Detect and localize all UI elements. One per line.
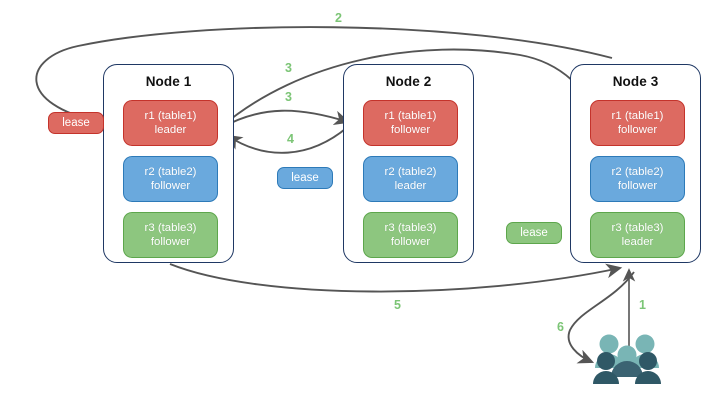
- replica-role: leader: [394, 180, 427, 192]
- arrow-step-3-to-node2: [220, 109, 351, 129]
- replica-name: r2 (table2): [144, 166, 197, 178]
- step-label-2: 2: [335, 11, 342, 25]
- replica-name: r1 (table1): [144, 110, 197, 122]
- replica-node3-r3[interactable]: r3 (table3) leader: [590, 212, 685, 258]
- arrow-step-4: [226, 124, 351, 154]
- node-title-3: Node 3: [612, 74, 659, 89]
- node-title-2: Node 2: [385, 74, 432, 89]
- replica-node1-r2[interactable]: r2 (table2) follower: [123, 156, 218, 202]
- replica-name: r1 (table1): [611, 110, 664, 122]
- node-box-1[interactable]: Node 1 r1 (table1) leader r2 (table2) fo…: [103, 64, 234, 263]
- lease-label: lease: [291, 172, 319, 184]
- replica-role: follower: [617, 124, 658, 136]
- replica-role: follower: [150, 236, 191, 248]
- lease-badge-blue[interactable]: lease: [277, 167, 333, 189]
- replica-role: follower: [390, 124, 431, 136]
- step-label-5: 5: [394, 298, 401, 312]
- step-label-4: 4: [287, 132, 294, 146]
- lease-label: lease: [62, 117, 90, 129]
- step-label-1: 1: [639, 298, 646, 312]
- node-title-1: Node 1: [145, 74, 192, 89]
- replica-role: follower: [390, 236, 431, 248]
- replica-role: leader: [154, 124, 187, 136]
- node-box-3[interactable]: Node 3 r1 (table1) follower r2 (table2) …: [570, 64, 701, 263]
- replica-role: leader: [621, 236, 654, 248]
- replica-name: r2 (table2): [611, 166, 664, 178]
- arrow-step-6: [567, 271, 635, 364]
- replica-name: r3 (table3): [384, 222, 437, 234]
- lease-label: lease: [520, 227, 548, 239]
- replica-name: r1 (table1): [384, 110, 437, 122]
- arrow-step-5: [169, 263, 623, 293]
- step-label-3-lower: 3: [285, 90, 292, 104]
- replica-name: r2 (table2): [384, 166, 437, 178]
- step-label-6: 6: [557, 320, 564, 334]
- replica-node2-r3[interactable]: r3 (table3) follower: [363, 212, 458, 258]
- lease-badge-green[interactable]: lease: [506, 222, 562, 244]
- replica-role: follower: [617, 180, 658, 192]
- replica-node1-r3[interactable]: r3 (table3) follower: [123, 212, 218, 258]
- replica-node3-r1[interactable]: r1 (table1) follower: [590, 100, 685, 146]
- step-label-3-upper: 3: [285, 61, 292, 75]
- arrow-step-2: [35, 26, 613, 127]
- replica-node1-r1[interactable]: r1 (table1) leader: [123, 100, 218, 146]
- replica-name: r3 (table3): [611, 222, 664, 234]
- replica-role: follower: [150, 180, 191, 192]
- replica-node2-r2[interactable]: r2 (table2) leader: [363, 156, 458, 202]
- replica-node3-r2[interactable]: r2 (table2) follower: [590, 156, 685, 202]
- node-box-2[interactable]: Node 2 r1 (table1) follower r2 (table2) …: [343, 64, 474, 263]
- replica-name: r3 (table3): [144, 222, 197, 234]
- replica-node2-r1[interactable]: r1 (table1) follower: [363, 100, 458, 146]
